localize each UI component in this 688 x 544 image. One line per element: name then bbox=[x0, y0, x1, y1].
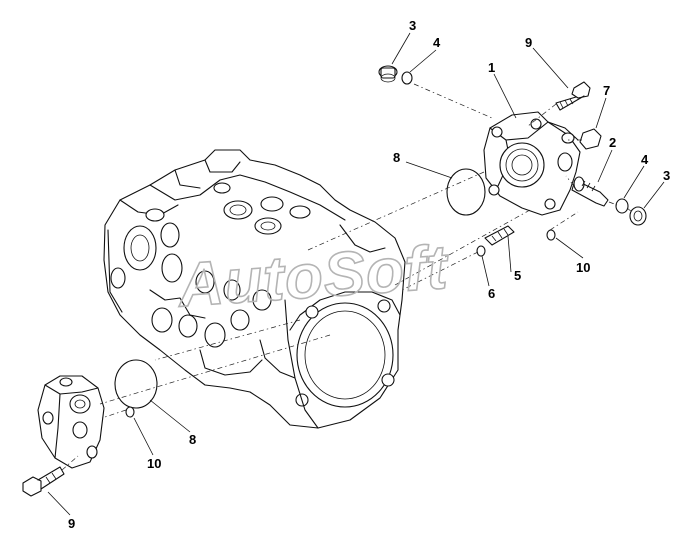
bolt-9-top bbox=[555, 81, 591, 111]
callout-4-top: 4 bbox=[433, 35, 441, 50]
plug-3-top bbox=[378, 65, 398, 83]
valve-body-upper bbox=[483, 111, 581, 216]
callout-10-right: 10 bbox=[576, 260, 590, 275]
callout-6: 6 bbox=[488, 286, 495, 301]
o-ring-10-right bbox=[546, 229, 556, 241]
leader-lines bbox=[47, 32, 665, 516]
valve-body-lower bbox=[37, 375, 105, 469]
plug-3-right bbox=[629, 206, 647, 226]
o-ring-4-right bbox=[615, 198, 629, 214]
callout-2: 2 bbox=[609, 135, 616, 150]
callout-1: 1 bbox=[488, 60, 495, 75]
callout-8-lower: 8 bbox=[189, 432, 196, 447]
nut-7 bbox=[579, 128, 602, 150]
bolt-9-lower bbox=[22, 466, 65, 497]
callout-7: 7 bbox=[603, 83, 610, 98]
o-ring-10-lower bbox=[125, 406, 135, 418]
callout-4-right: 4 bbox=[641, 152, 649, 167]
gasket-8-upper bbox=[446, 168, 486, 216]
callout-10-lower: 10 bbox=[147, 456, 161, 471]
pump-housing bbox=[103, 149, 406, 429]
callout-9-lower: 9 bbox=[68, 516, 75, 531]
callout-8-upper: 8 bbox=[393, 150, 400, 165]
callout-5: 5 bbox=[514, 268, 521, 283]
callout-3-top: 3 bbox=[409, 18, 416, 33]
o-ring-6 bbox=[476, 245, 486, 257]
callout-9-top: 9 bbox=[525, 35, 532, 50]
assembly-lines bbox=[61, 83, 633, 471]
callout-3-right: 3 bbox=[663, 168, 670, 183]
o-ring-4-top bbox=[401, 71, 413, 85]
fitting-2 bbox=[571, 176, 609, 207]
fitting-5 bbox=[484, 225, 515, 246]
